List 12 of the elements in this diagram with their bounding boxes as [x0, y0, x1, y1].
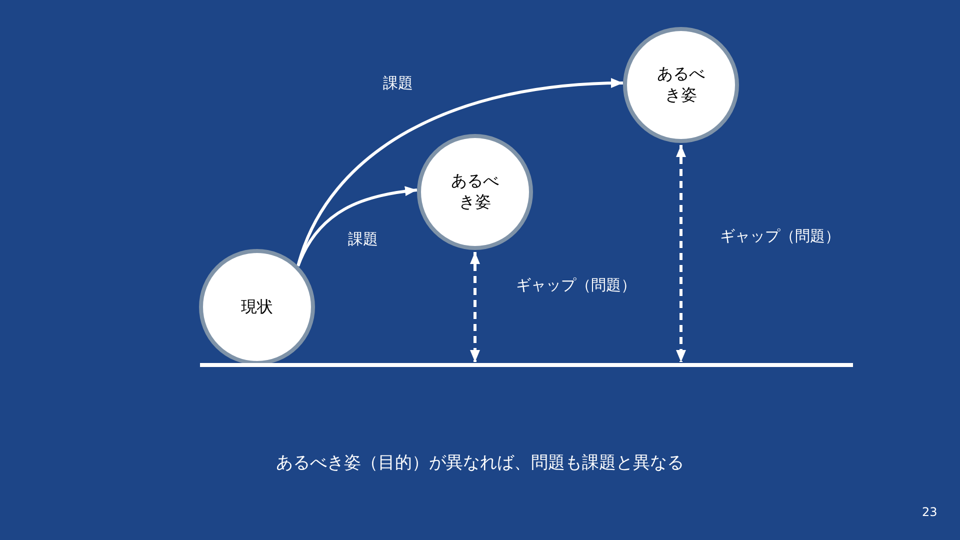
curved-arrow: [296, 78, 624, 266]
page-number: 23: [922, 505, 938, 519]
dashed-double-arrow: [470, 252, 480, 362]
node-label: あるべき姿: [657, 64, 705, 106]
node-label: 現状: [240, 296, 274, 318]
baseline-bar: [200, 363, 853, 367]
caption: あるべき姿（目的）が異なれば、問題も課題と異なる: [276, 453, 684, 473]
dashed-double-arrow: [676, 145, 686, 362]
edge-label: 課題: [348, 230, 378, 249]
edge-label: 課題: [383, 74, 413, 93]
node-label: あるべき姿: [451, 171, 499, 213]
curved-arrow: [296, 186, 418, 267]
